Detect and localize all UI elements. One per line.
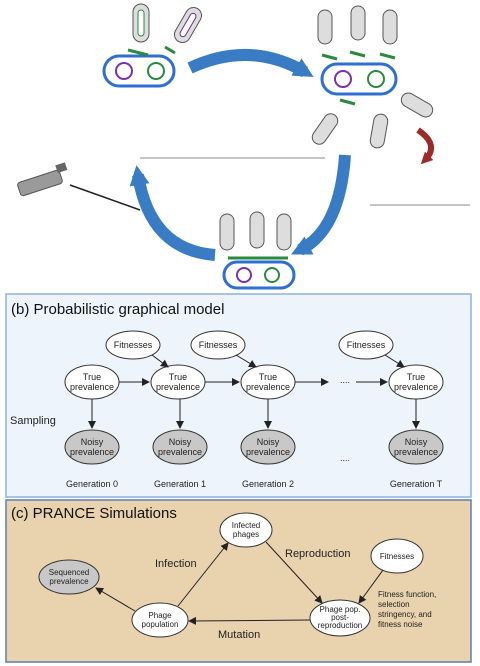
fitnesses-node-0: Fitnesses [114,340,153,350]
noisy-prevalence-T-l1: Noisy [405,437,428,447]
noisy-prevalence-2-l1: Noisy [257,437,280,447]
fitness-note-l1: Fitness function, [378,590,436,599]
true-prevalence-0-l1: True [83,372,101,382]
phage-post-l2: post- [331,613,349,622]
noisy-prevalence-T-l2: prevalence [394,447,438,457]
noisy-prevalence-0-l2: prevalence [70,447,114,457]
bacterium-bottom-icon [219,211,296,290]
ellipsis-top: .... [340,375,350,385]
bacterium-top-left-icon [102,3,202,88]
fitness-note-l4: fitness noise [378,620,423,629]
phage-post-l1: Phage pop. [320,605,361,614]
true-prevalence-0-l2: prevalence [70,382,114,392]
panel-c-edges [95,541,384,625]
sequenced-prevalence-l2: prevalence [49,577,89,586]
fitnesses-node-1: Fitnesses [199,340,238,350]
noisy-prevalence-2-l2: prevalence [246,447,290,457]
cycle-illustration [17,3,470,290]
generation-label-0: Generation 0 [66,479,118,489]
phage-post-l3: reproduction [318,621,362,630]
true-prevalence-T-l2: prevalence [394,382,438,392]
true-prevalence-1-l1: True [169,372,187,382]
phage-population-l2: population [142,620,179,629]
sequencer-icon [17,162,141,211]
fitnesses-node-c: Fitnesses [380,552,414,561]
reproduction-label: Reproduction [285,548,350,560]
true-prevalence-2-l1: True [259,372,277,382]
fitness-note-l3: stringency, and [378,610,432,619]
fitnesses-node-T: Fitnesses [347,340,386,350]
noisy-prevalence-1-l1: Noisy [169,437,192,447]
infected-phages-l1: Infected [232,521,260,530]
panel-b-title: (b) Probabilistic graphical model [11,301,224,318]
panel-c-title: (c) PRANCE Simulations [11,505,177,522]
true-prevalence-T-l1: True [407,372,425,382]
cycle-arrow-left [129,165,216,261]
phage-population-l1: Phage [148,611,172,620]
generation-label-T: Generation T [390,479,443,489]
true-prevalence-2-l2: prevalence [246,382,290,392]
panel-b-edges [88,354,420,429]
bacterium-top-right-icon [311,5,435,165]
panel-c: (c) PRANCE Simulations Infected phages S… [5,499,472,663]
true-prevalence-1-l2: prevalence [156,382,200,392]
fitness-note-l2: selection [378,600,410,609]
cycle-arrow-top [187,49,314,78]
noisy-prevalence-0-l1: Noisy [81,437,104,447]
infected-phages-l2: phages [233,530,259,539]
generation-label-2: Generation 2 [242,479,294,489]
sampling-label: Sampling [10,415,56,427]
infection-label: Infection [155,558,197,570]
ellipsis-bottom: .... [340,453,350,463]
noisy-prevalence-1-l2: prevalence [158,447,202,457]
cycle-arrow-right [291,154,351,256]
panel-b: (b) Probabilistic graphical model Fitnes… [5,293,472,498]
generation-label-1: Generation 1 [154,479,206,489]
mutation-label: Mutation [218,629,260,641]
sequenced-prevalence-l1: Sequenced [49,568,89,577]
